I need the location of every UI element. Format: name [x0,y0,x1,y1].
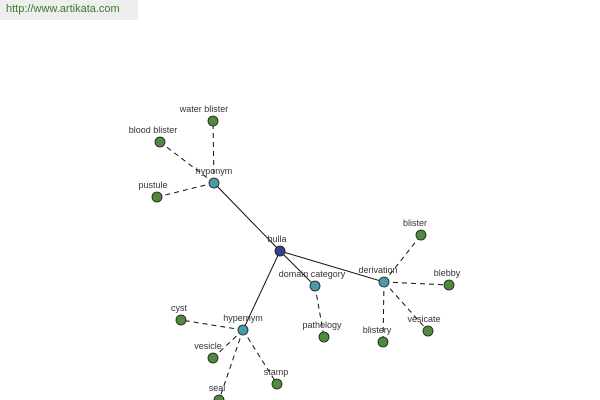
edge-hypernym-stamp [242,329,278,385]
edge-derivation-blebby [383,281,450,286]
edge-bulla-domain_category [279,250,316,287]
node-marker-cyst[interactable] [175,314,187,326]
node-label-cyst: cyst [171,303,188,313]
node-marker-derivation[interactable] [378,276,390,288]
node-marker-hypernym[interactable] [237,324,249,336]
node-marker-vesicate[interactable] [422,325,434,337]
node-blood_blister[interactable]: blood blister [129,125,178,148]
node-label-blebby: blebby [434,268,461,278]
edge-hypernym-vesicle [212,329,244,359]
node-label-blistery: blistery [363,325,392,335]
node-blistery[interactable]: blistery [363,325,392,348]
edge-hyponym-blood_blister [159,141,215,184]
node-derivation[interactable]: derivation [358,265,398,288]
node-label-pustule: pustule [138,180,167,190]
node-label-pathology: pathology [302,320,342,330]
edge-derivation-blistery [382,281,385,343]
node-domain_category[interactable]: domain category [279,269,346,292]
edge-hyponym-pustule [156,182,215,198]
node-marker-domain_category[interactable] [309,280,321,292]
node-marker-blistery[interactable] [377,336,389,348]
edge-derivation-vesicate [383,281,429,332]
node-label-hypernym: hypernym [223,313,263,323]
node-hyponym[interactable]: hyponym [196,166,233,189]
node-label-derivation: derivation [358,265,397,275]
node-vesicate[interactable]: vesicate [407,314,441,337]
node-label-stamp: stamp [264,367,289,377]
node-marker-water_blister[interactable] [207,115,219,127]
node-label-blister: blister [403,218,427,228]
edge-derivation-blister [383,234,422,283]
node-vesicle[interactable]: vesicle [194,341,222,364]
node-hypernym[interactable]: hypernym [223,313,263,336]
node-seal[interactable]: seal [209,383,226,400]
node-marker-blister[interactable] [415,229,427,241]
node-cyst[interactable]: cyst [171,303,188,326]
node-marker-pustule[interactable] [151,191,163,203]
node-label-blood_blister: blood blister [129,125,178,135]
nodes-layer: bulla hyponym domain category derivation hyp… [129,104,461,400]
node-label-hyponym: hyponym [196,166,233,176]
edge-bulla-hyponym [213,182,281,252]
node-label-water_blister: water blister [179,104,229,114]
node-stamp[interactable]: stamp [264,367,289,390]
source-url-banner[interactable]: http://www.artikata.com [0,0,138,20]
node-marker-stamp[interactable] [271,378,283,390]
edge-hypernym-cyst [180,319,244,331]
node-label-vesicle: vesicle [194,341,222,351]
node-marker-hyponym[interactable] [208,177,220,189]
node-pustule[interactable]: pustule [138,180,168,203]
node-water_blister[interactable]: water blister [179,104,229,127]
node-marker-blebby[interactable] [443,279,455,291]
node-label-bulla: bulla [267,234,286,244]
node-label-domain_category: domain category [279,269,346,279]
edges-layer [156,120,450,400]
edge-bulla-derivation [279,250,385,283]
node-label-seal: seal [209,383,226,393]
node-blister[interactable]: blister [403,218,427,241]
edge-hypernym-seal [218,329,244,400]
node-bulla[interactable]: bulla [267,234,287,257]
node-marker-vesicle[interactable] [207,352,219,364]
node-marker-seal[interactable] [213,394,225,400]
node-label-vesicate: vesicate [407,314,440,324]
node-pathology[interactable]: pathology [302,320,342,343]
edge-hyponym-water_blister [212,120,215,184]
node-blebby[interactable]: blebby [434,268,461,291]
edge-bulla-hypernym [242,250,281,331]
node-marker-bulla[interactable] [274,245,286,257]
node-marker-pathology[interactable] [318,331,330,343]
node-marker-blood_blister[interactable] [154,136,166,148]
